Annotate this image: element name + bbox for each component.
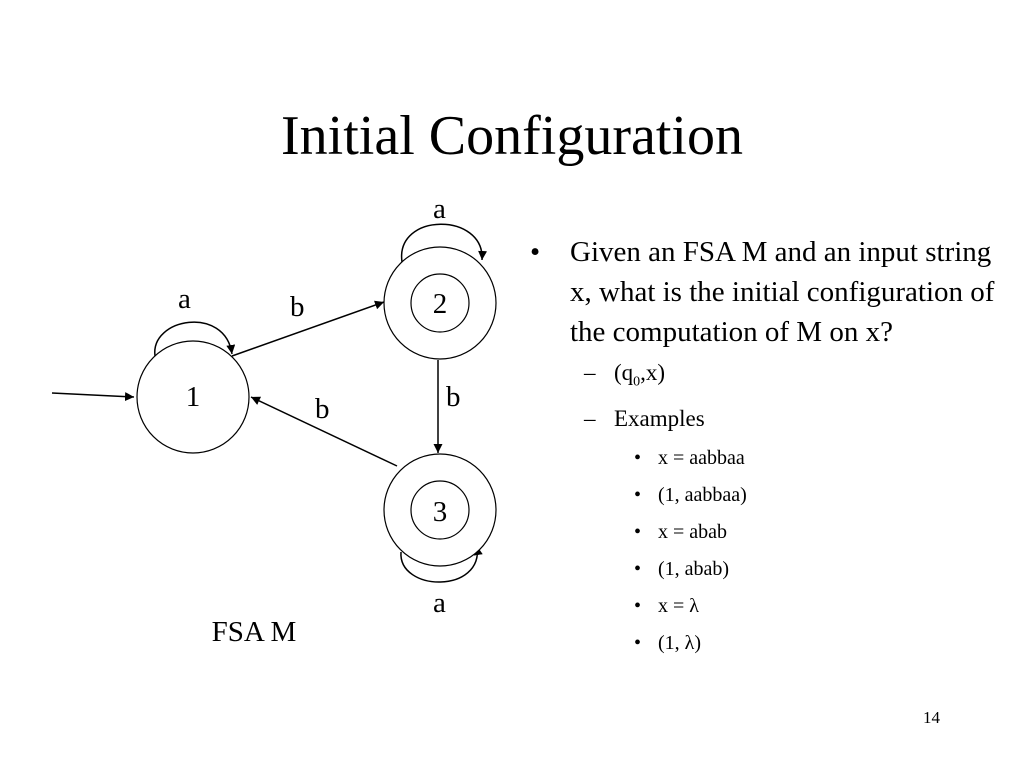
state-1-label: 1 (186, 381, 201, 413)
dash-mark: – (584, 360, 596, 385)
question-bullet: • Given an FSA M and an input string x, … (530, 232, 1000, 352)
dash-mark: – (584, 405, 596, 431)
example-item: • x = λ (530, 593, 1000, 619)
bullet-mark: • (530, 236, 541, 268)
example-text: x = aabbaa (658, 446, 745, 469)
example-text: x = abab (658, 520, 728, 543)
bullet-mark: • (634, 520, 642, 543)
self-loop-1 (154, 321, 236, 357)
diagram-caption: FSA M (212, 616, 297, 648)
bullet-mark: • (634, 446, 642, 469)
self-loop-3-label: a (433, 587, 446, 619)
example-item: • x = abab (530, 519, 1000, 545)
config-suffix: ,x) (640, 360, 666, 385)
state-2-label: 2 (433, 288, 448, 320)
state-3-label: 3 (433, 496, 448, 528)
bullet-mark: • (634, 594, 642, 617)
edge-3-to-1 (250, 396, 398, 467)
examples-bullet: – Examples (530, 404, 1000, 434)
config-bullet: – (q0,x) (530, 358, 1000, 398)
example-text: x = λ (658, 594, 699, 617)
examples-label: Examples (614, 405, 705, 431)
example-item: • (1, λ) (530, 630, 1000, 656)
state-2 (383, 246, 497, 360)
example-text: (1, aabbaa) (658, 483, 747, 506)
state-2-inner (410, 273, 470, 333)
self-loop-2 (401, 223, 488, 263)
state-3 (383, 453, 497, 567)
question-text: Given an FSA M and an input string x, wh… (570, 236, 995, 348)
bullet-mark: • (634, 631, 642, 654)
self-loop-2-label: a (433, 193, 446, 225)
example-item: • x = aabbaa (530, 445, 1000, 471)
edge-2-to-3-label: b (446, 381, 461, 413)
edge-1-to-2 (231, 300, 385, 357)
config-prefix: (q (614, 360, 634, 385)
config-subscript: 0 (633, 374, 641, 390)
slide-title: Initial Configuration (281, 105, 743, 167)
start-arrow (51, 392, 135, 402)
bullet-mark: • (634, 483, 642, 506)
example-item: • (1, abab) (530, 556, 1000, 582)
example-item: • (1, aabbaa) (530, 482, 1000, 508)
edge-1-to-2-label: b (290, 291, 305, 323)
bullet-mark: • (634, 557, 642, 580)
example-text: (1, abab) (658, 557, 730, 580)
edge-3-to-1-label: b (315, 393, 330, 425)
self-loop-3 (400, 545, 483, 583)
state-3-inner (410, 480, 470, 540)
page-number: 14 (923, 708, 940, 727)
bullet-list: • Given an FSA M and an input string x, … (530, 232, 1000, 656)
example-text: (1, λ) (658, 631, 702, 654)
state-1 (136, 340, 250, 454)
self-loop-1-label: a (178, 283, 191, 315)
